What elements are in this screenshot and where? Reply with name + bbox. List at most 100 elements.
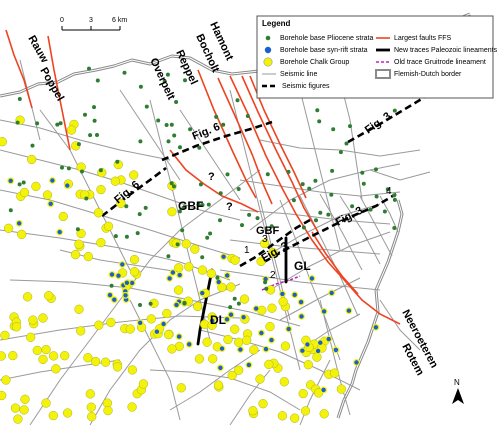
borehole-pliocene-marker [374, 194, 379, 199]
borehole-syn-rift-marker [169, 269, 177, 276]
borehole-pliocene-marker [80, 169, 84, 174]
borehole-syn-rift-marker [110, 296, 118, 304]
borehole-chalk-marker [48, 410, 58, 421]
borehole-chalk-marker [38, 313, 48, 323]
borehole-pliocene-marker [197, 145, 202, 150]
legend-item-pliocene: Borehole base Pliocene strata [280, 35, 373, 42]
borehole-syn-rift-marker [223, 315, 231, 323]
borehole-chalk-marker [278, 297, 288, 307]
borehole-chalk-marker [230, 324, 240, 334]
borehole-chalk-marker [312, 352, 322, 362]
legend-item-faults: Largest faults FFS [394, 35, 452, 42]
borehole-syn-rift-marker [245, 361, 253, 369]
borehole-syn-rift-marker [123, 279, 131, 287]
borehole-pliocene-marker [174, 100, 179, 104]
borehole-chalk-marker [279, 377, 289, 387]
borehole-pliocene-marker [361, 181, 366, 186]
borehole-chalk-marker [264, 359, 274, 370]
borehole-chalk-marker [22, 292, 33, 302]
legend-symbol-border [375, 69, 391, 79]
borehole-pliocene-marker [21, 180, 26, 185]
borehole-chalk-marker [290, 413, 300, 423]
borehole-pliocene-marker [30, 143, 35, 148]
borehole-pliocene-marker [172, 184, 176, 189]
borehole-pliocene-marker [182, 300, 187, 305]
borehole-syn-rift-marker [220, 253, 228, 261]
borehole-pliocene-marker [162, 79, 167, 84]
borehole-chalk-marker [76, 228, 86, 239]
borehole-chalk-marker [230, 255, 240, 265]
borehole-pliocene-marker [83, 112, 87, 117]
borehole-chalk-marker [277, 411, 288, 421]
borehole-pliocene-marker [169, 122, 174, 127]
borehole-syn-rift-marker [122, 291, 129, 299]
borehole-syn-rift-marker [308, 275, 316, 282]
borehole-chalk-group [0, 115, 347, 424]
borehole-pliocene-marker [135, 231, 140, 236]
borehole-pliocene-marker [113, 234, 118, 239]
borehole-chalk-marker [48, 351, 59, 361]
borehole-pliocene-marker [200, 255, 205, 260]
borehole-syn-rift-marker [236, 346, 244, 354]
borehole-pliocene-marker [95, 133, 99, 137]
borehole-chalk-marker [267, 303, 277, 313]
borehole-pliocene-marker [264, 286, 269, 291]
borehole-syn-rift-marker [176, 271, 184, 279]
point-number-3: 3 [262, 234, 268, 245]
borehole-pliocene-marker [166, 254, 171, 259]
borehole-pliocene-marker [392, 108, 397, 113]
legend-symbol-green-dot [265, 35, 271, 41]
borehole-syn-rift-marker [218, 345, 226, 353]
borehole-chalk-marker [194, 354, 205, 364]
borehole-syn-rift-marker [136, 319, 144, 327]
borehole-pliocene-marker [318, 210, 323, 215]
borehole-pliocene-marker [392, 193, 397, 198]
label-question-2: ? [226, 201, 233, 213]
borehole-pliocene-marker [164, 123, 169, 127]
borehole-syn-rift-marker [153, 328, 161, 336]
borehole-chalk-marker [100, 357, 111, 367]
borehole-syn-rift-marker [63, 182, 71, 190]
label-gbf-main: GBF [178, 199, 203, 213]
borehole-chalk-marker [96, 184, 106, 195]
borehole-chalk-marker [265, 321, 275, 332]
borehole-chalk-marker [176, 383, 186, 393]
borehole-chalk-marker [163, 329, 174, 340]
borehole-pliocene-marker [286, 169, 291, 174]
north-label: N [454, 378, 460, 387]
borehole-syn-rift-marker [47, 200, 55, 208]
borehole-chalk-marker [0, 390, 7, 401]
borehole-pliocene-marker [76, 142, 81, 147]
borehole-pliocene-marker [148, 301, 153, 306]
label-gl: GL [294, 259, 311, 273]
borehole-pliocene-marker [301, 225, 306, 230]
borehole-chalk-marker [27, 154, 37, 165]
legend-item-border: Flemish-Dutch border [394, 71, 462, 78]
borehole-pliocene-marker [165, 72, 170, 77]
borehole-pliocene-marker [247, 212, 252, 217]
borehole-pliocene-marker [198, 182, 203, 187]
borehole-pliocene-marker [166, 139, 171, 144]
borehole-syn-rift-marker [258, 329, 265, 337]
borehole-chalk-marker [38, 354, 48, 365]
borehole-chalk-marker [44, 291, 54, 301]
borehole-chalk-marker [1, 375, 11, 385]
borehole-pliocene-marker [392, 197, 397, 202]
borehole-pliocene-marker [232, 296, 237, 301]
borehole-syn-rift-marker [208, 317, 216, 325]
borehole-syn-rift-marker [49, 177, 56, 184]
borehole-syn-rift-marker [252, 305, 260, 313]
north-arrow: N [452, 378, 464, 404]
borehole-pliocene-marker [98, 168, 103, 173]
borehole-pliocene-marker [385, 187, 390, 192]
borehole-chalk-marker [66, 125, 77, 135]
point-numbers: 1 2 3 4 [244, 186, 392, 281]
borehole-syn-rift-marker [160, 320, 168, 328]
borehole-syn-rift-marker [227, 311, 235, 319]
borehole-chalk-marker [300, 406, 311, 416]
label-rauw: Rauw [25, 34, 50, 66]
borehole-chalk-marker [26, 332, 36, 342]
borehole-pliocene-marker [360, 170, 365, 175]
structure-labels: GBF GBF GL DL ? ? [178, 171, 311, 327]
borehole-pliocene-marker [92, 118, 97, 123]
